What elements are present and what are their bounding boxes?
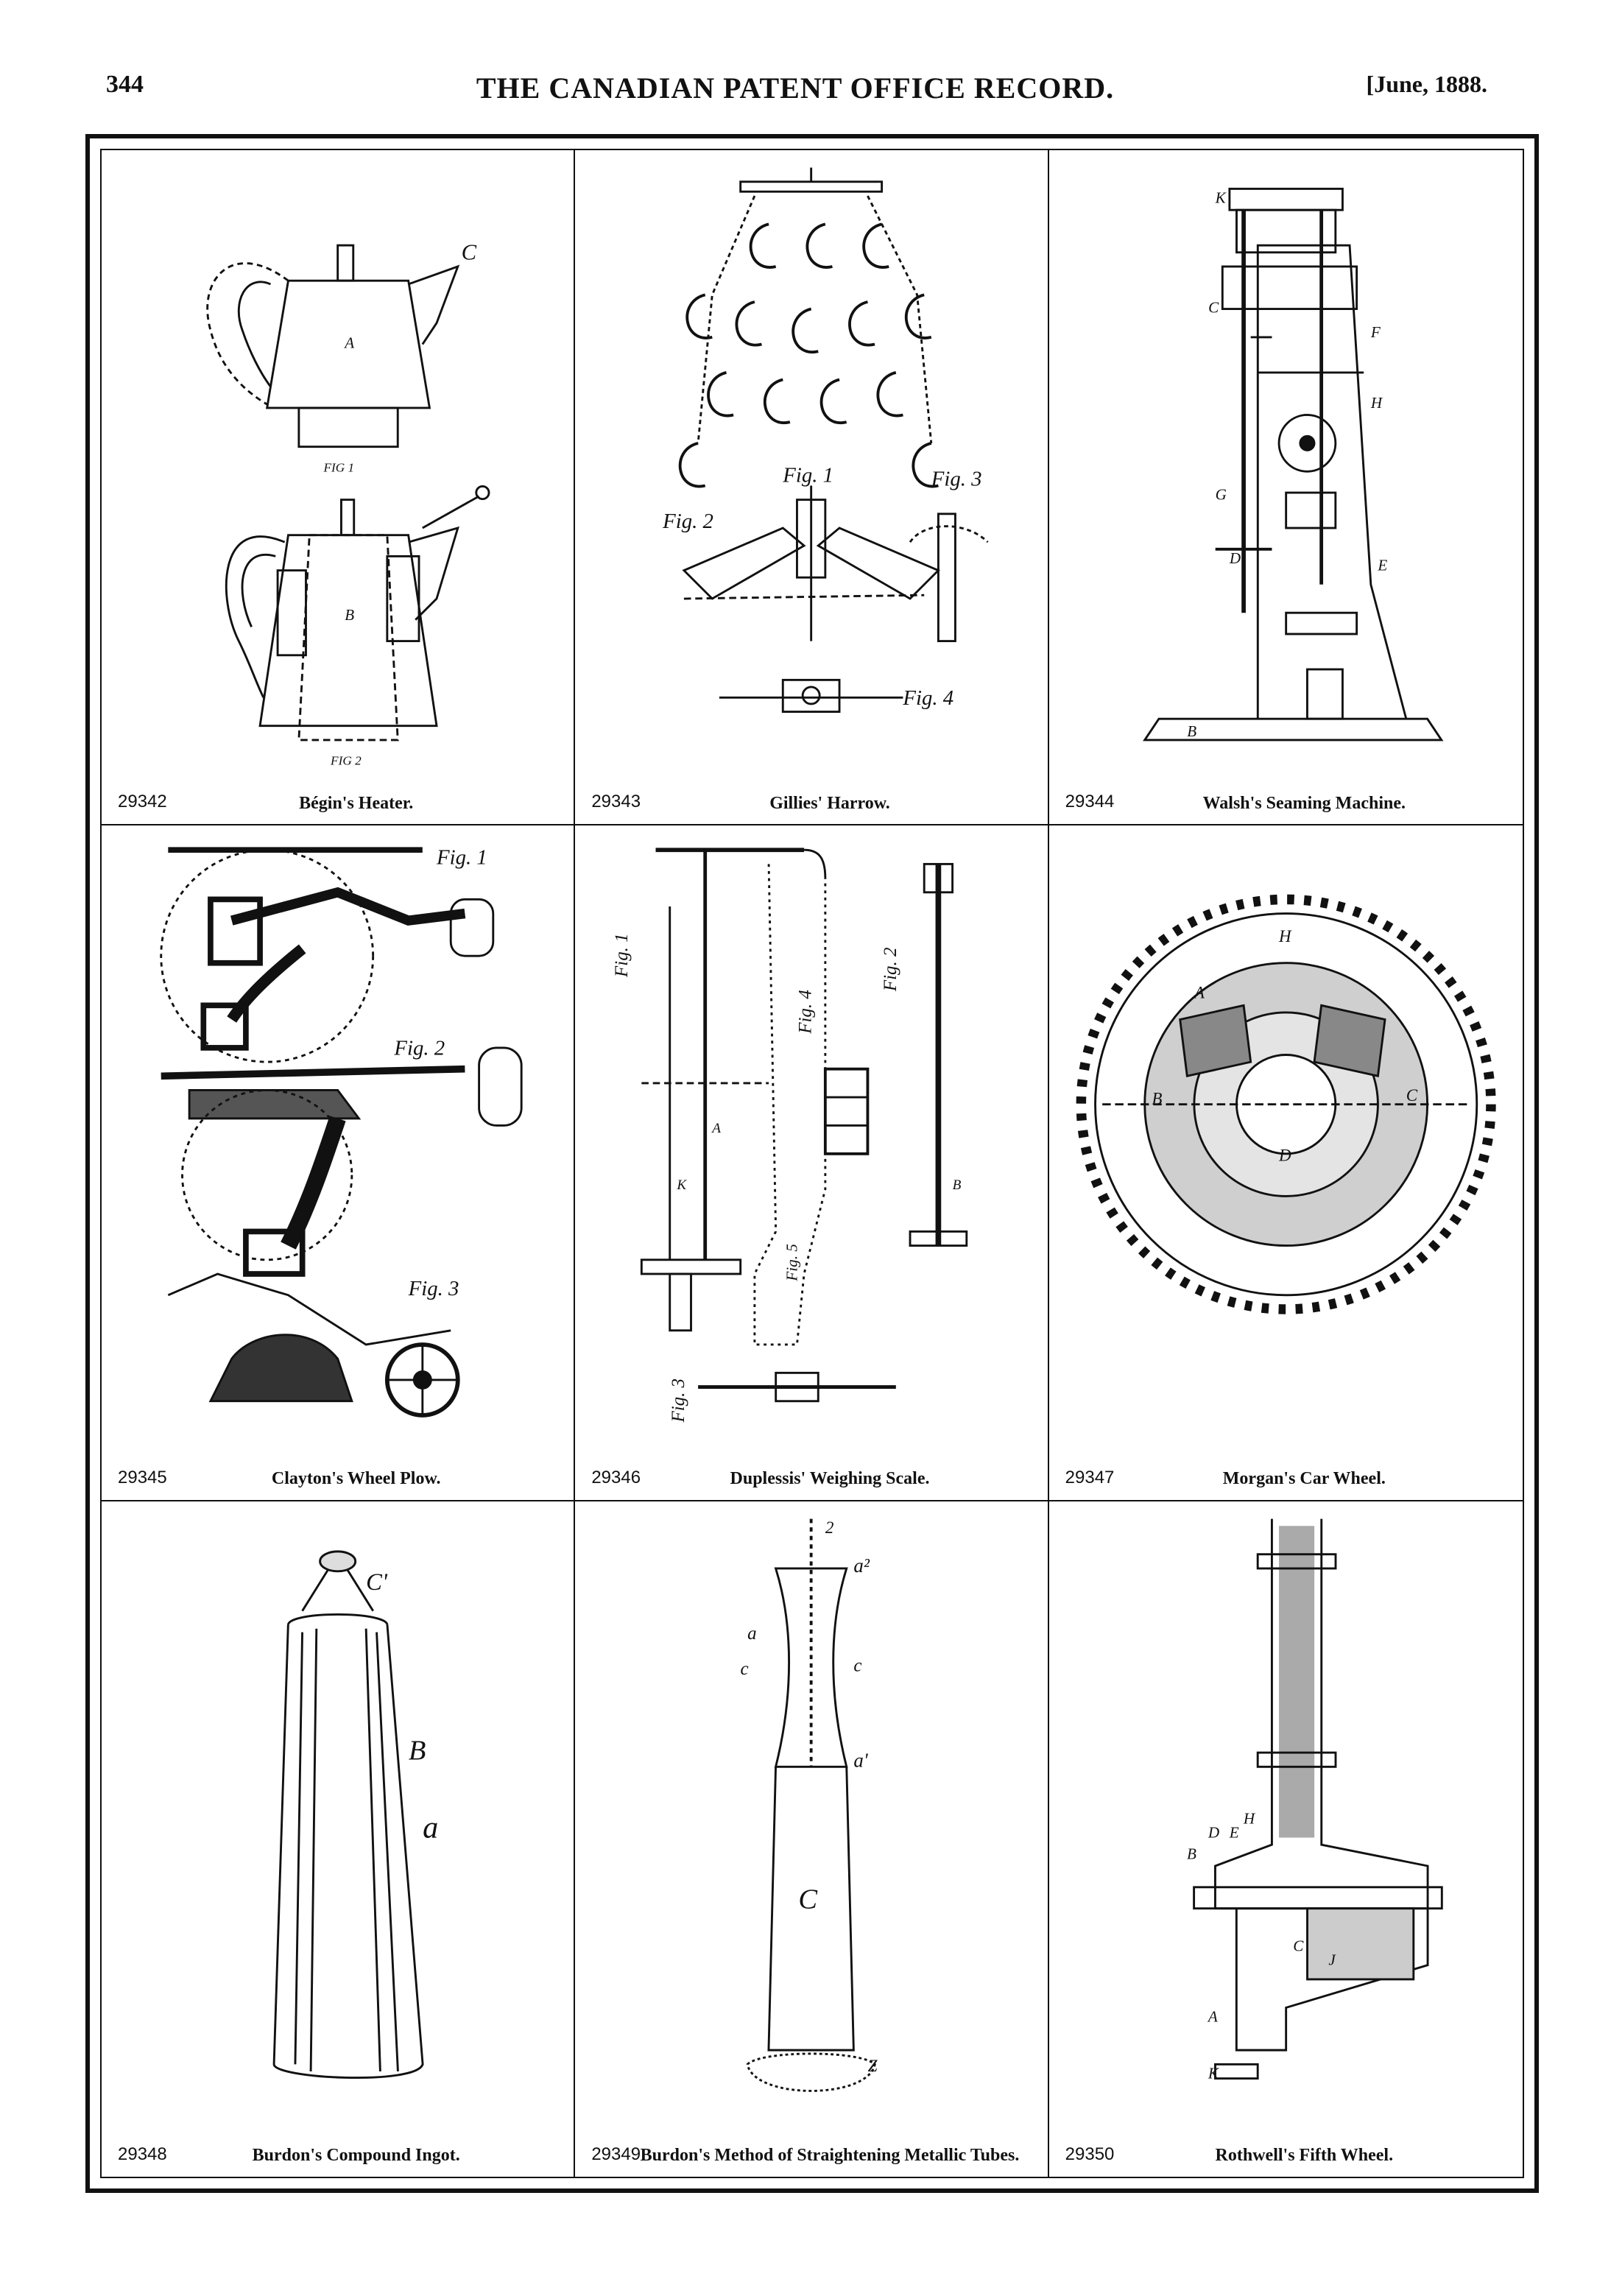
patent-caption: Rothwell's Fifth Wheel. (1215, 2146, 1394, 2166)
fig-label: C (1293, 1937, 1304, 1954)
fig-label: Fig. 4 (903, 686, 954, 710)
patent-number: 29346 (591, 1467, 641, 1487)
patent-caption: Burdon's Method of Straightening Metalli… (640, 2146, 1020, 2166)
fig-label: a (747, 1624, 757, 1644)
fig-label: G (1215, 486, 1226, 504)
patent-cell-harrow: Fig. 1 Fig. 2 Fig. 3 Fig. 4 29343 Gillie… (575, 150, 1049, 826)
fig-label: K (1214, 189, 1226, 207)
fig-label: C (1208, 298, 1219, 316)
fig-label: Fig. 2 (393, 1037, 445, 1060)
seaming-machine-drawing: B C D E F G H K (1142, 187, 1444, 742)
patent-number: 29347 (1065, 1467, 1115, 1487)
patent-number: 29345 (118, 1467, 167, 1487)
fig-label: B (1152, 1089, 1162, 1108)
fig-label: a² (854, 1554, 870, 1576)
patent-caption: Clayton's Wheel Plow. (271, 1469, 441, 1489)
fig-label: Fig. 2 (662, 510, 713, 533)
compound-ingot-drawing: C' B a (272, 1550, 438, 2079)
patent-caption: Walsh's Seaming Machine. (1202, 793, 1406, 813)
patent-cell-compound-ingot: C' B a 29348 Burdon's Compound Ingot. (102, 1501, 576, 2177)
fig-label: FIG 2 (330, 754, 362, 768)
issue-date: [June, 1888. (1366, 71, 1487, 97)
patent-number: 29343 (591, 792, 641, 812)
patent-cell-heater: C A FIG 1 B FIG 2 29342 Bégin's Heater. (102, 150, 576, 826)
fig-label: c (741, 1659, 749, 1679)
fig-label: B (1187, 1845, 1196, 1862)
fig-label: Fig. 4 (796, 990, 816, 1035)
patent-number: 29350 (1065, 2144, 1115, 2164)
patent-caption: Gillies' Harrow. (769, 793, 890, 813)
fig-label: 2 (825, 1518, 834, 1537)
patent-drawings-plate: C A FIG 1 B FIG 2 29342 Bégin's Heater. (85, 134, 1539, 2193)
car-wheel-drawing: A B C D H (1076, 894, 1496, 1315)
fig-label: E (1228, 1823, 1238, 1841)
patent-cell-fifth-wheel: A B C D E H J K 29350 Rothwell's Fifth W… (1049, 1501, 1523, 2177)
patent-number: 29342 (118, 792, 167, 812)
patent-cell-seaming-machine: B C D E F G H K 29344 Walsh's Seaming Ma… (1048, 150, 1523, 826)
patent-number: 29349 (591, 2144, 641, 2164)
page-header: THE CANADIAN PATENT OFFICE RECORD. 344 [… (103, 71, 1487, 115)
fig-label: B (1187, 722, 1196, 740)
fig-label: a' (854, 1749, 869, 1771)
fig-label: Fig. 3 (408, 1277, 459, 1300)
fig-label: Fig. 1 (436, 846, 487, 870)
fig-label: D (1229, 549, 1241, 567)
patent-cell-wheel-plow: Fig. 1 Fig. 2 Fig. 3 29345 Clayton's Whe… (102, 825, 576, 1501)
patent-number: 29348 (118, 2144, 167, 2164)
harrow-drawing: Fig. 1 Fig. 2 Fig. 3 Fig. 4 (662, 167, 989, 713)
fig-label: Fig. 5 (783, 1244, 801, 1281)
page-number: 344 (106, 71, 144, 98)
fig-label: H (1278, 926, 1292, 945)
fig-label: K (1207, 2064, 1219, 2082)
fig-label: C' (366, 1568, 388, 1595)
fig-label: c (854, 1655, 862, 1675)
weighing-scale-drawing: Fig. 1 Fig. 4 Fig. 2 Fig. 3 Fig. 5 A B K (612, 848, 968, 1423)
fig-label: D (1278, 1146, 1291, 1165)
fig-label: Fig. 1 (783, 464, 834, 487)
fig-label: FIG 1 (322, 460, 354, 474)
patent-caption: Bégin's Heater. (299, 793, 414, 813)
patent-caption: Morgan's Car Wheel. (1222, 1469, 1386, 1489)
fig-label: H (1243, 1809, 1256, 1827)
fig-label: B (953, 1177, 962, 1193)
fig-label: F (1369, 323, 1381, 341)
fig-label: a (423, 1810, 438, 1845)
patent-cell-car-wheel: A B C D H 29347 Morgan's Car Wheel. (1048, 825, 1523, 1501)
fig-label: A (1206, 2007, 1217, 2025)
fig-label: J (1328, 1951, 1336, 1968)
fig-label: Fig. 3 (931, 467, 982, 490)
fig-label: A (1193, 983, 1205, 1002)
fig-label: C (1406, 1085, 1417, 1105)
wheel-plow-drawing: Fig. 1 Fig. 2 Fig. 3 (160, 846, 523, 1418)
patent-cell-weighing-scale: Fig. 1 Fig. 4 Fig. 2 Fig. 3 Fig. 5 A B K… (575, 825, 1049, 1501)
patent-caption: Burdon's Compound Ingot. (252, 2146, 460, 2166)
fig-label: B (409, 1735, 426, 1766)
fig-label: B (345, 606, 354, 624)
fig-label: Fig. 3 (669, 1378, 688, 1423)
fig-label: C (462, 239, 477, 264)
heater-drawing: C A FIG 1 B FIG 2 (206, 239, 490, 768)
patent-cell-straightening-tubes: a² a c c a' C 2 Z 29349 Burdon's Method … (575, 1501, 1049, 2177)
fig-label: Fig. 1 (612, 934, 632, 979)
fig-label: Z (868, 2056, 878, 2075)
patent-grid: C A FIG 1 B FIG 2 29342 Bégin's Heater. (102, 150, 1523, 2177)
patent-caption: Duplessis' Weighing Scale. (730, 1469, 930, 1489)
fig-label: A (343, 334, 354, 351)
fig-label: A (711, 1121, 722, 1136)
straightening-tubes-drawing: a² a c c a' C 2 Z (741, 1518, 878, 2092)
fig-label: H (1369, 394, 1383, 412)
fifth-wheel-drawing: A B C D E H J K (1187, 1518, 1443, 2082)
fig-label: D (1207, 1823, 1219, 1841)
patent-number: 29344 (1065, 792, 1115, 812)
fig-label: C (799, 1884, 819, 1915)
fig-label: K (677, 1177, 688, 1193)
fig-label: Fig. 2 (881, 948, 900, 993)
plate-inner-frame: C A FIG 1 B FIG 2 29342 Bégin's Heater. (100, 149, 1524, 2178)
journal-title: THE CANADIAN PATENT OFFICE RECORD. (476, 71, 1115, 105)
fig-label: E (1377, 557, 1387, 574)
